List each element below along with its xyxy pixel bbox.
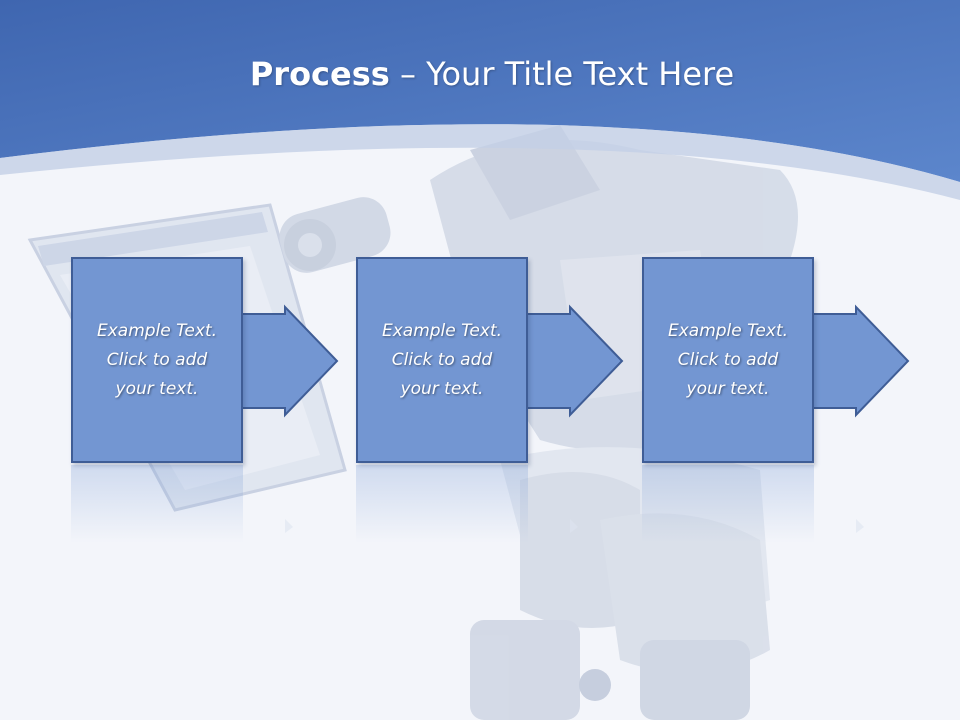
slide-title[interactable]: Process – Your Title Text Here xyxy=(0,52,960,96)
step-reflection xyxy=(356,465,528,543)
step-box[interactable]: Example Text. Click to add your text. xyxy=(356,257,528,463)
title-rest-text: – Your Title Text Here xyxy=(389,55,735,93)
step-box[interactable]: Example Text. Click to add your text. xyxy=(71,257,243,463)
process-step-3[interactable]: Example Text. Click to add your text. xyxy=(642,257,910,547)
process-step-2[interactable]: Example Text. Click to add your text. xyxy=(356,257,624,547)
right-arrow-shape xyxy=(525,304,624,533)
step-text-line: Click to add xyxy=(391,349,493,370)
step-text[interactable]: Example Text. Click to add your text. xyxy=(668,317,788,404)
title-bold-text: Process xyxy=(249,55,390,93)
step-text-line: Click to add xyxy=(106,349,208,370)
process-step-1[interactable]: Example Text. Click to add your text. xyxy=(71,257,339,547)
step-reflection xyxy=(642,465,814,543)
step-text[interactable]: Example Text. Click to add your text. xyxy=(97,317,217,404)
step-text-line: Example Text. xyxy=(381,320,503,341)
header-band xyxy=(0,0,960,182)
step-text-line: Click to add xyxy=(677,349,779,370)
header-swoosh xyxy=(0,124,960,200)
step-text-line: Example Text. xyxy=(667,320,789,341)
step-reflection xyxy=(71,465,243,543)
right-arrow-shape xyxy=(240,304,339,533)
step-text-line: your text. xyxy=(686,378,770,399)
right-arrow-shape xyxy=(811,304,910,533)
step-text-line: your text. xyxy=(115,378,199,399)
step-text[interactable]: Example Text. Click to add your text. xyxy=(382,317,502,404)
step-text-line: Example Text. xyxy=(96,320,218,341)
step-text-line: your text. xyxy=(400,378,484,399)
step-box[interactable]: Example Text. Click to add your text. xyxy=(642,257,814,463)
